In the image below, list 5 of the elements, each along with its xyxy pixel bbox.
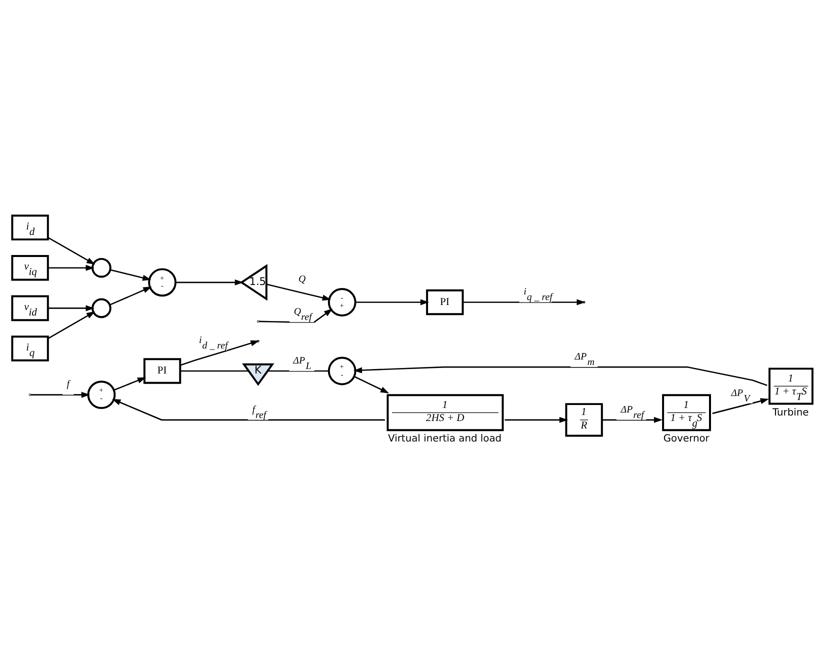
node-label: Governor: [663, 434, 710, 445]
edge-label: f: [66, 379, 70, 390]
node-label: Virtual inertia and load: [388, 434, 502, 445]
edge-label: Q: [298, 274, 306, 286]
node-label: Turbine: [772, 407, 809, 418]
